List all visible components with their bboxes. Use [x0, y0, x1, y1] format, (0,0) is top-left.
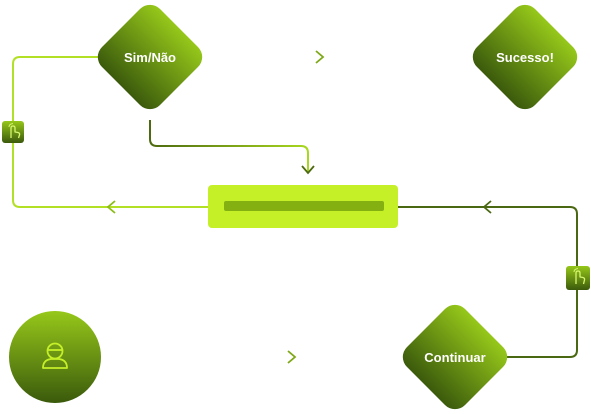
- arrow-down-icon: [301, 165, 315, 175]
- arrow-right-icon: [287, 350, 297, 364]
- decision-label: Sim/Não: [124, 50, 176, 65]
- user-node: [9, 311, 101, 403]
- progress-bar-inner: [224, 201, 384, 211]
- success-node: Sucesso!: [472, 4, 578, 110]
- arrow-left-icon: [482, 200, 492, 214]
- success-label: Sucesso!: [496, 50, 554, 65]
- decision-node: Sim/Não: [97, 4, 203, 110]
- continue-label: Continuar: [424, 350, 485, 365]
- hand-pointer-icon: [2, 121, 24, 143]
- hand-pointer-icon: [566, 266, 590, 290]
- progress-bar-node: [208, 185, 398, 228]
- connector-decision-to-bar: [149, 120, 309, 172]
- user-icon: [42, 342, 68, 369]
- arrow-right-icon: [315, 50, 325, 64]
- arrow-left-icon: [106, 200, 116, 214]
- continue-node: Continuar: [402, 304, 508, 410]
